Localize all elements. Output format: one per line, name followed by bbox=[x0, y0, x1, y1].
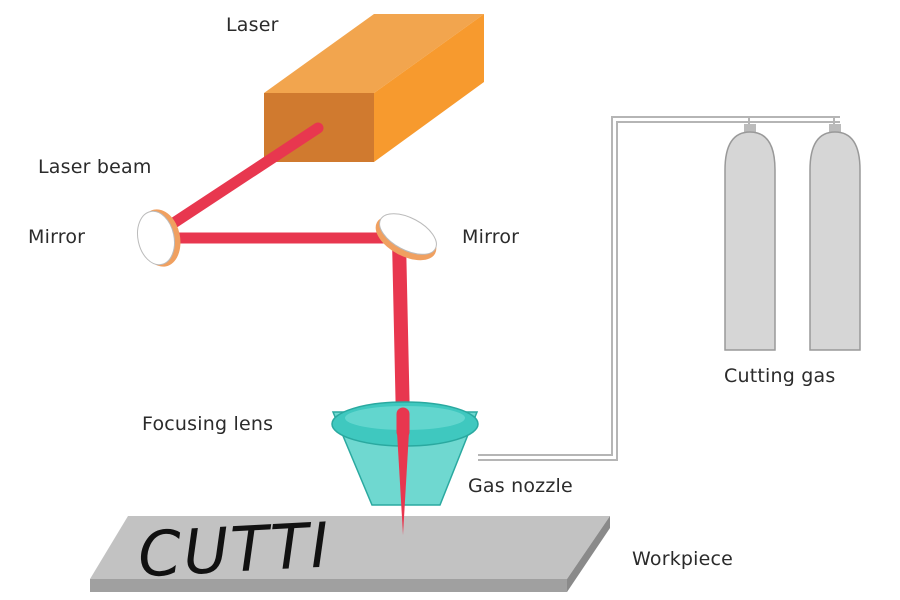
workpiece-cut-text: CUTTI bbox=[136, 508, 332, 591]
label-workpiece: Workpiece bbox=[632, 548, 734, 570]
label-gas-nozzle: Gas nozzle bbox=[468, 475, 573, 497]
focused-beam bbox=[397, 432, 409, 535]
laser-box-top bbox=[264, 14, 484, 93]
gas-cylinder-right bbox=[809, 124, 861, 351]
workpiece: CUTTI bbox=[90, 508, 610, 592]
mirror-right bbox=[375, 213, 437, 261]
gas-cylinder-left bbox=[724, 124, 776, 351]
label-laser-beam: Laser beam bbox=[38, 156, 152, 178]
beam-segment-laser-to-mirror bbox=[154, 122, 324, 238]
focusing-lens-nozzle bbox=[331, 401, 479, 535]
beam-segment-mirror-to-lens bbox=[392, 233, 410, 429]
label-focusing-lens: Focusing lens bbox=[142, 413, 274, 435]
laser-box-front bbox=[374, 14, 484, 162]
workpiece-front bbox=[90, 579, 567, 592]
label-cutting-gas: Cutting gas bbox=[724, 365, 836, 387]
workpiece-top bbox=[90, 516, 610, 579]
label-mirror-right: Mirror bbox=[462, 226, 520, 248]
laser-beam bbox=[154, 122, 410, 429]
workpiece-side bbox=[567, 516, 610, 592]
label-laser: Laser bbox=[226, 14, 279, 36]
label-mirror-left: Mirror bbox=[28, 226, 86, 248]
mirror-left bbox=[137, 209, 181, 267]
gas-line bbox=[478, 116, 840, 461]
